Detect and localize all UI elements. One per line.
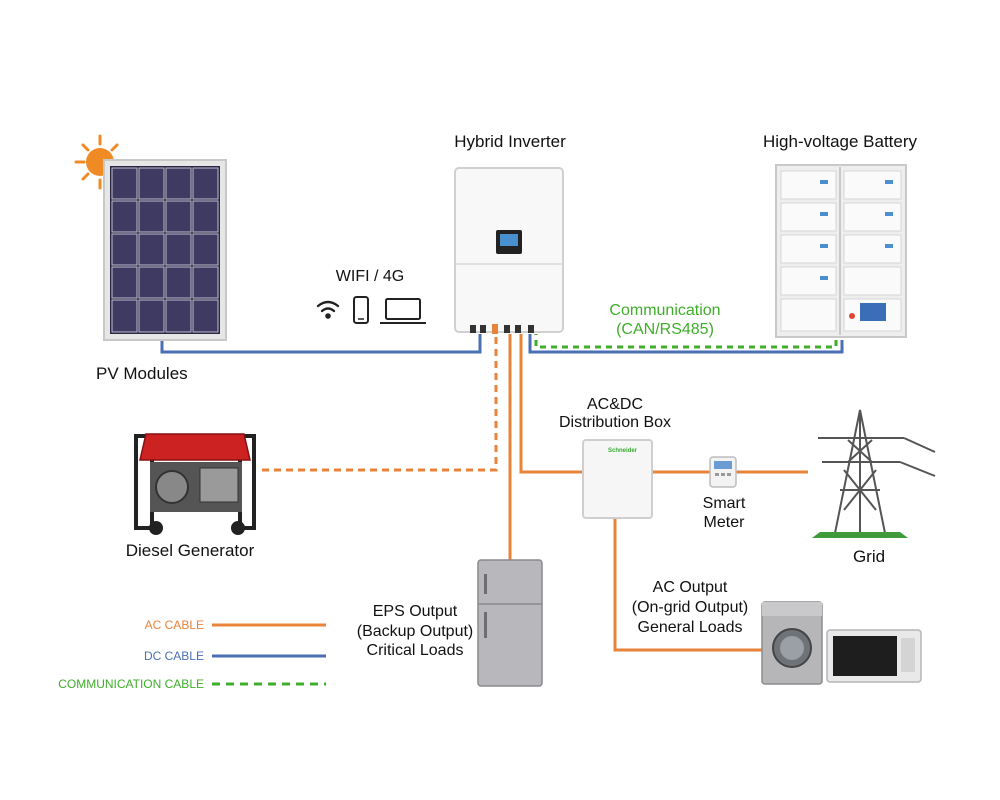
hybrid-inverter-icon (454, 167, 564, 334)
legend-dc-label: DC CABLE (143, 649, 204, 663)
label-wifi: WIFI / 4G (335, 268, 405, 285)
dc-cable-pv (160, 334, 482, 354)
label-ac-output-line1: AC Output (652, 579, 728, 596)
label-ac-output-line3: General Loads (637, 619, 743, 636)
sun-icon (74, 134, 126, 190)
washing-machine-icon (761, 601, 823, 685)
label-battery: High-voltage Battery (762, 132, 918, 151)
phone-icon (353, 296, 369, 324)
microwave-icon (826, 629, 922, 683)
laptop-icon (380, 298, 426, 324)
distribution-box-icon (582, 439, 653, 519)
legend-ac-label: AC CABLE (144, 618, 204, 632)
grid-ground-icon (812, 532, 908, 538)
distribution-box-brand: Schneider (608, 448, 638, 454)
ac-cable-generator (262, 334, 498, 472)
smart-meter-icon (709, 456, 737, 488)
refrigerator-icon (477, 559, 543, 687)
label-distribution-line1: AC&DC (586, 396, 643, 413)
label-hybrid-inverter: Hybrid Inverter (454, 132, 566, 151)
label-eps-line1: EPS Output (372, 603, 458, 620)
wifi-icon (316, 300, 340, 319)
pv-panel-icon (103, 159, 227, 341)
label-eps-line3: Critical Loads (366, 642, 464, 659)
ac-cable-distribution (519, 334, 583, 474)
transmission-tower-icon (818, 409, 936, 539)
legend-comm-label: COMMUNICATION CABLE (58, 677, 204, 691)
label-smart-meter-line2: Meter (703, 514, 745, 531)
label-communication-protocol: (CAN/RS485) (616, 321, 714, 338)
label-communication: Communication (609, 302, 721, 319)
ac-cable-general-loads (613, 518, 762, 652)
label-ac-output-line2: (On-grid Output) (631, 599, 749, 616)
diesel-generator-icon (134, 433, 256, 535)
label-grid: Grid (852, 547, 886, 566)
label-pv-modules: PV Modules (96, 364, 188, 383)
battery-rack-icon (775, 164, 907, 338)
dc-cable-battery (528, 334, 844, 354)
label-distribution-line2: Distribution Box (558, 414, 672, 431)
label-eps-line2: (Backup Output) (356, 623, 474, 640)
label-diesel-generator: Diesel Generator (125, 541, 255, 560)
comm-cable-battery (534, 334, 838, 349)
label-smart-meter-line1: Smart (702, 495, 746, 512)
